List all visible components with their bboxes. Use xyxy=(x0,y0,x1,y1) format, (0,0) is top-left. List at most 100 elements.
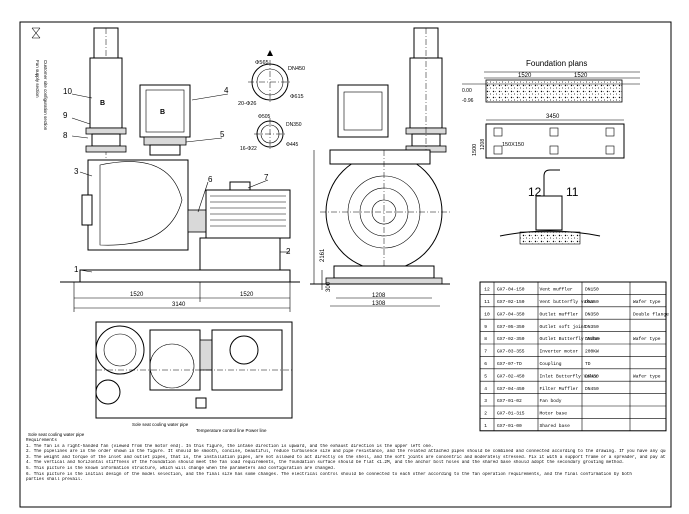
outlet-muffler xyxy=(89,57,123,129)
flange-d565: Φ565 xyxy=(255,60,269,66)
callout-10: 10 xyxy=(63,87,72,96)
vent-callout-11: 11 xyxy=(566,185,579,199)
foundation-section xyxy=(485,79,623,103)
table-spec-9: DN350 xyxy=(585,324,599,330)
req-line-7: parties shall prevail. xyxy=(26,477,83,483)
table-name-6: Coupling xyxy=(540,361,562,367)
table-code-4: GX7-04-450 xyxy=(497,386,525,392)
coupling xyxy=(187,209,207,233)
callout-9: 9 xyxy=(63,111,68,120)
level-minus: -0.96 xyxy=(462,98,474,104)
table-spec-8: DN350 xyxy=(585,336,599,342)
table-code-8: GX7-02-350 xyxy=(497,336,525,342)
flange-d615: Φ615 xyxy=(290,94,304,100)
callout-2: 2 xyxy=(286,247,291,256)
side-note-line-1: Fan supply section xyxy=(35,60,40,98)
table-code-12: GX7-04-150 xyxy=(497,287,525,293)
table-code-9: GX7-05-350 xyxy=(497,324,525,330)
foundation-150x150: 150X150 xyxy=(502,142,524,148)
table-no-11: 11 xyxy=(484,299,490,305)
callout-3: 3 xyxy=(74,167,79,176)
table-remark-8: Wafer type xyxy=(633,336,661,342)
table-no-6: 6 xyxy=(484,361,487,367)
foundation-plans: Foundation plans 1520 1520 0.00 -0.96 34… xyxy=(462,59,640,245)
vent-callout-12: 12 xyxy=(528,185,542,199)
flange-d445: Φ445 xyxy=(286,142,299,148)
foundation-1520-a: 1520 xyxy=(518,73,532,79)
dim-1208: 1208 xyxy=(372,293,386,299)
callout-8: 8 xyxy=(63,131,68,140)
callout-7: 7 xyxy=(264,173,269,182)
req-line-2: 2. The pipelines are in the order shown … xyxy=(26,449,666,455)
foundation-1208: 1208 xyxy=(480,139,486,150)
dim-3140: 3140 xyxy=(172,302,186,308)
dim-1520-right: 1520 xyxy=(240,292,254,298)
req-line-4: 4. The vertical and horizontal stiffness… xyxy=(26,460,625,466)
table-code-10: GX7-04-350 xyxy=(497,311,525,317)
foundation-1500: 1500 xyxy=(472,144,478,156)
table-no-8: 8 xyxy=(484,336,487,342)
table-no-7: 7 xyxy=(484,349,487,355)
table-no-4: 4 xyxy=(484,386,487,392)
fan-body xyxy=(87,159,189,251)
table-no-3: 3 xyxy=(484,398,487,404)
table-no-5: 5 xyxy=(484,373,487,379)
flange-holes-20: 20-Φ26 xyxy=(238,101,256,107)
requirements-notes: Requirements 1. The fan is a right-hande… xyxy=(26,438,666,483)
table-spec-11: DN150 xyxy=(585,299,599,305)
table-remark-10: Double flange xyxy=(633,311,669,317)
table-code-7: GX7-03-355 xyxy=(497,349,525,355)
table-no-9: 9 xyxy=(484,324,487,330)
req-line-5: 5. This picture is the known information… xyxy=(26,465,336,471)
req-line-1: 1. The fan is a right-handed fan (viewed… xyxy=(26,443,434,449)
flange-d505: Φ505 xyxy=(258,114,271,120)
dim-1308: 1308 xyxy=(372,301,386,307)
table-spec-4: DN450 xyxy=(585,386,599,392)
table-name-3: Fan body xyxy=(540,398,562,404)
table-spec-6: TD xyxy=(585,361,591,367)
section-b-2: B xyxy=(160,109,165,116)
section-b-1: B xyxy=(100,100,105,107)
table-name-11: Vent butterfly valve xyxy=(540,299,595,305)
req-line-3: 3. The weight and torque of the inlet an… xyxy=(26,454,666,460)
requirements-title: Requirements xyxy=(26,438,57,443)
table-remark-5: Wafer type xyxy=(633,373,661,379)
req-line-6: 6. This picture is the initial design of… xyxy=(26,471,632,477)
callout-5: 5 xyxy=(220,130,225,139)
table-name-12: Vent muffler xyxy=(540,287,573,293)
dim-300: 300 xyxy=(326,281,332,292)
table-no-2: 2 xyxy=(484,411,487,417)
table-no-1: 1 xyxy=(484,423,487,429)
flange-holes-16: 16-Φ22 xyxy=(240,146,257,152)
foundation-plan-view xyxy=(485,123,625,159)
flange-details: Φ565 DN450 20-Φ26 Φ615 Φ505 DN350 Φ445 1… xyxy=(238,50,305,152)
table-name-5: Inlet Butterfly Valve xyxy=(540,373,598,379)
flange-dn350: DN350 xyxy=(286,122,302,128)
foundation-3450: 3450 xyxy=(546,114,560,120)
side-note: Fan supply section Customer site configu… xyxy=(31,27,48,131)
table-code-1: GX7-01-00 xyxy=(497,423,522,429)
table-no-10: 10 xyxy=(484,311,490,317)
table-name-4: Filter Muffler xyxy=(540,386,579,392)
foundation-title: Foundation plans xyxy=(526,59,587,68)
outlet-soft-joint xyxy=(91,133,121,147)
dim-1520-left: 1520 xyxy=(130,292,144,298)
table-spec-7: 200KW xyxy=(585,349,599,355)
table-spec-10: DN350 xyxy=(585,311,599,317)
table-spec-5: DN450 xyxy=(585,373,599,379)
table-name-1: Shared base xyxy=(540,423,571,429)
flange-dn450: DN450 xyxy=(288,66,305,72)
table-spec-12: DN150 xyxy=(585,287,599,293)
table-code-5: GX7-02-450 xyxy=(497,373,525,379)
table-code-6: GX7-07-TD xyxy=(497,361,522,367)
side-view: 2161 300 1208 1308 xyxy=(310,27,450,307)
table-remark-11: Wafer type xyxy=(633,299,661,305)
shared-base xyxy=(79,269,291,283)
callout-4: 4 xyxy=(224,86,229,95)
front-view: 1520 1520 3140 B B 10 9 8 3 1 4 5 6 7 2 xyxy=(60,27,300,312)
table-no-12: 12 xyxy=(484,287,490,293)
table-code-2: GX7-01-315 xyxy=(497,411,525,417)
foundation-1520-b: 1520 xyxy=(574,73,588,79)
